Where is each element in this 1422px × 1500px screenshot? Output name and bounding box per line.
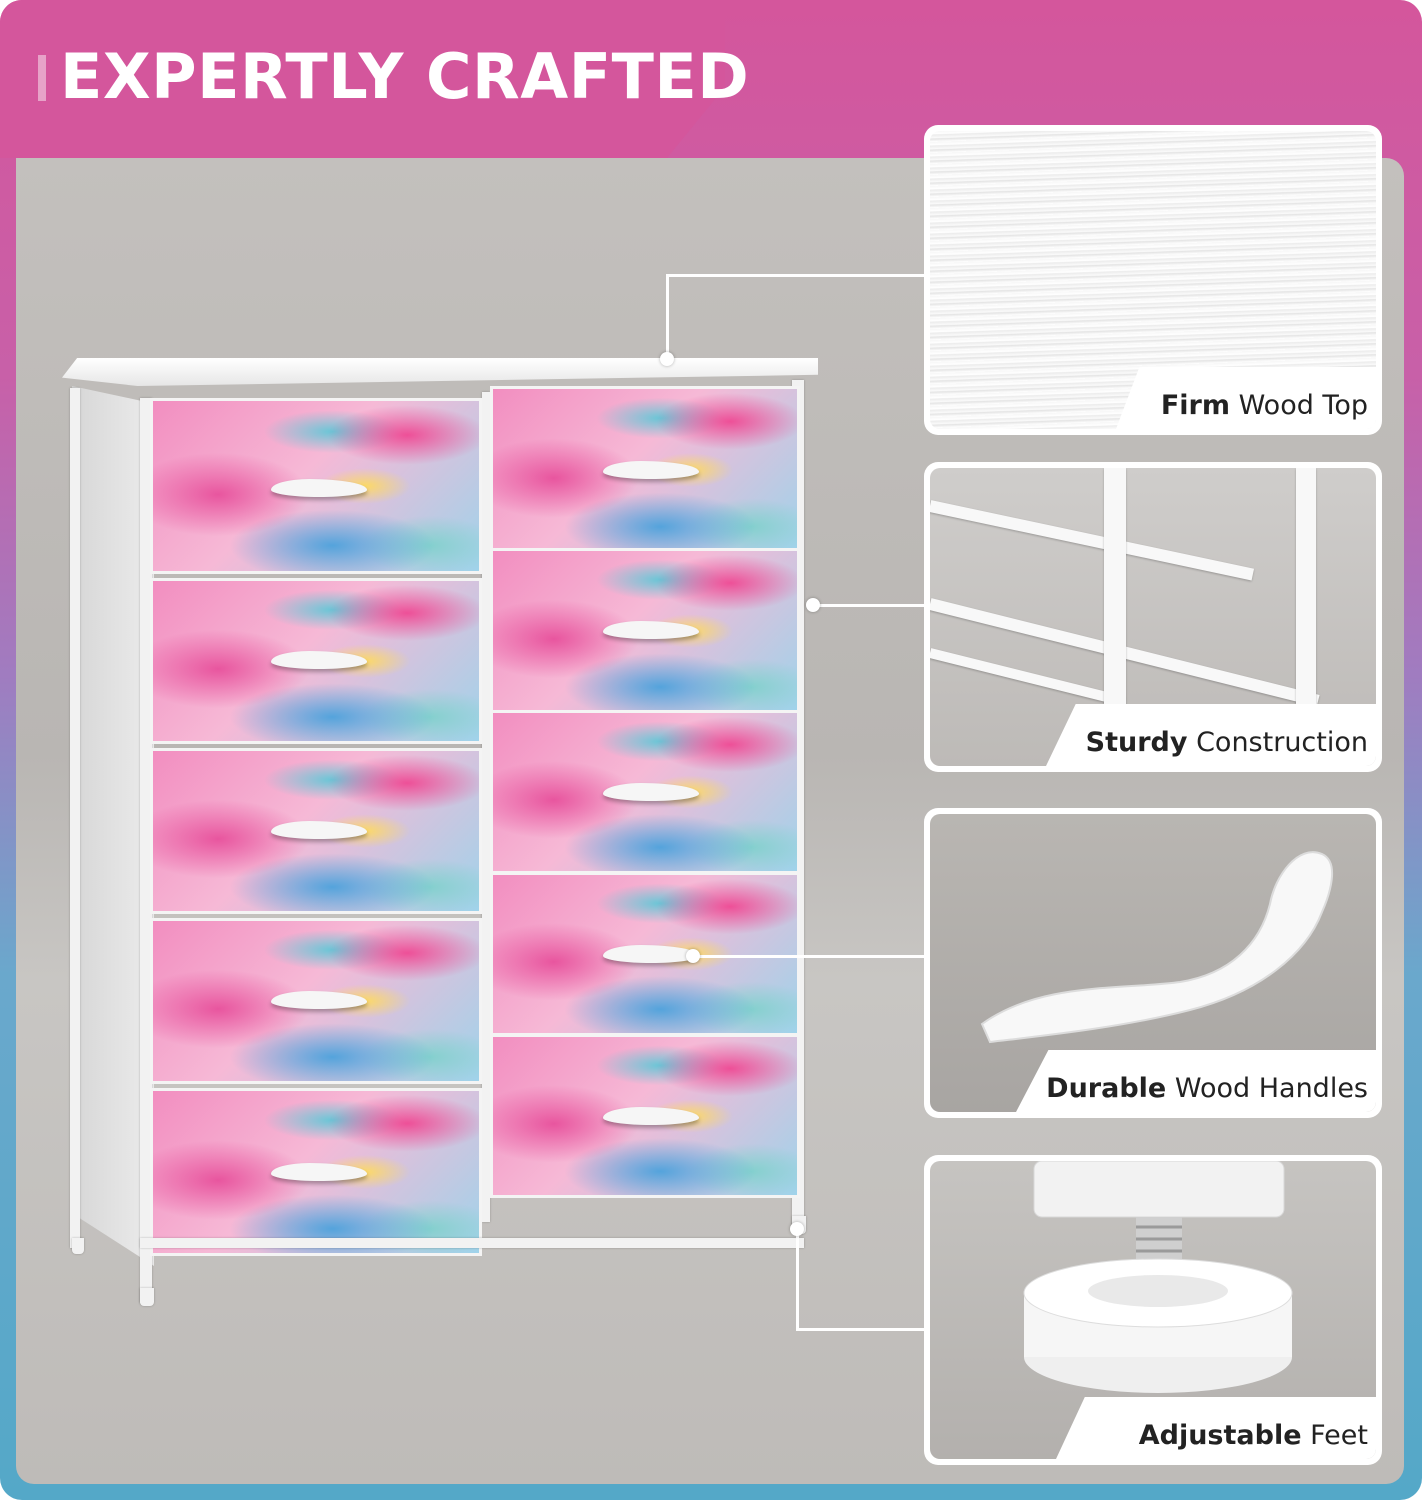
drawer-handle[interactable] xyxy=(271,1163,367,1181)
drawer[interactable] xyxy=(490,1034,800,1198)
drawer[interactable] xyxy=(490,548,800,714)
drawer[interactable] xyxy=(150,918,482,1084)
adjustable-foot-icon xyxy=(930,1161,1376,1459)
caption-background xyxy=(1056,1397,1376,1459)
caption-background xyxy=(1046,704,1376,766)
drawer-handle[interactable] xyxy=(271,651,367,669)
drawer[interactable] xyxy=(150,578,482,744)
callout-line xyxy=(666,274,926,277)
callout-line xyxy=(694,955,926,958)
drawer-handle[interactable] xyxy=(603,621,699,639)
feature-card-feet: Adjustable Feet xyxy=(924,1155,1382,1465)
title-accent-bar xyxy=(38,55,46,101)
dresser-image xyxy=(62,358,822,1308)
feature-card-wood-top: Firm Wood Top xyxy=(924,125,1382,435)
feature-caption: Adjustable Feet xyxy=(1138,1420,1368,1451)
dresser-wood-top xyxy=(62,358,818,386)
callout-dot xyxy=(660,352,674,366)
foot xyxy=(72,1238,84,1254)
callout-line xyxy=(814,604,926,607)
feature-card-construction: Sturdy Construction xyxy=(924,462,1382,772)
frame-post xyxy=(482,392,490,1222)
caption-background xyxy=(1016,1050,1376,1112)
feature-card-handles: Durable Wood Handles xyxy=(924,808,1382,1118)
caption-background xyxy=(1116,367,1376,429)
drawer[interactable] xyxy=(150,1088,482,1256)
header-tab xyxy=(0,0,725,158)
feature-caption: Firm Wood Top xyxy=(1160,390,1368,421)
drawer-handle[interactable] xyxy=(271,991,367,1009)
drawer-handle[interactable] xyxy=(603,1107,699,1125)
drawer[interactable] xyxy=(490,872,800,1036)
callout-dot xyxy=(806,598,820,612)
feature-caption: Durable Wood Handles xyxy=(1046,1073,1368,1104)
callout-dot xyxy=(686,949,700,963)
drawer-handle[interactable] xyxy=(271,821,367,839)
drawer[interactable] xyxy=(150,748,482,914)
drawer[interactable] xyxy=(490,386,800,554)
drawer-handle[interactable] xyxy=(603,783,699,801)
drawer[interactable] xyxy=(150,398,482,574)
callout-line xyxy=(796,1328,926,1331)
drawer-handle[interactable] xyxy=(603,461,699,479)
foot xyxy=(140,1288,154,1306)
callout-line xyxy=(666,274,669,360)
drawer-handle[interactable] xyxy=(603,945,699,963)
callout-dot xyxy=(790,1222,804,1236)
bottom-rail xyxy=(140,1238,804,1248)
feature-caption: Sturdy Construction xyxy=(1085,727,1368,758)
frame-post xyxy=(70,388,80,1248)
frame-post xyxy=(140,398,152,1303)
drawer-handle[interactable] xyxy=(271,479,367,497)
page-title: EXPERTLY CRAFTED xyxy=(60,40,750,113)
callout-line xyxy=(796,1228,799,1330)
drawer[interactable] xyxy=(490,710,800,874)
